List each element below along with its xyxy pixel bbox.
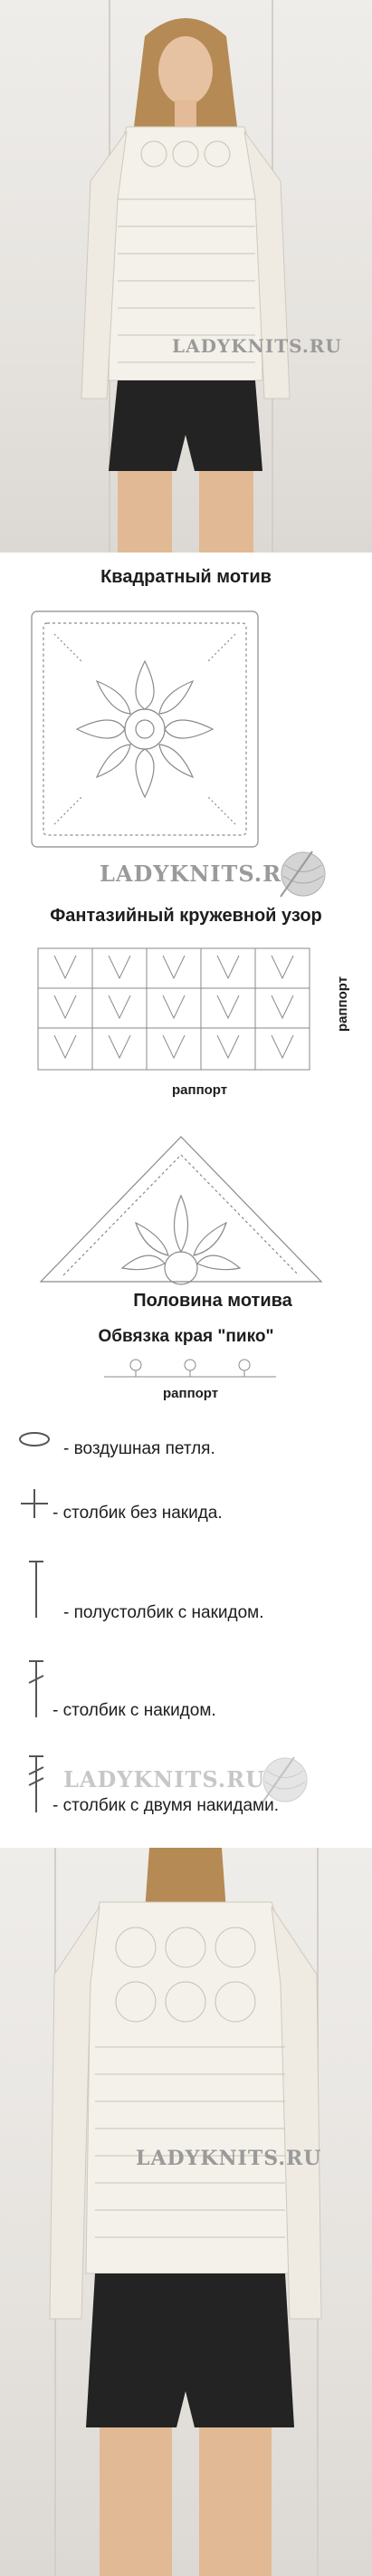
treble-crochet-icon [28, 1755, 44, 1812]
half-motif-chart [36, 1132, 326, 1286]
watermark: LADYKNITS.RU [63, 1766, 266, 1793]
legend-label: - столбик без накида. [52, 1504, 223, 1523]
lace-pattern-chart [36, 947, 317, 1073]
yarn-ball-logo [280, 851, 326, 898]
rapport-label-horizontal: раппорт [172, 1082, 228, 1098]
half-double-crochet-icon [29, 1561, 43, 1618]
watermark: LADYKNITS.RU [172, 335, 342, 357]
back-view-photo: LADYKNITS.RU [0, 1848, 372, 2576]
chain-stitch-icon [19, 1432, 50, 1447]
picot-edge-chart [100, 1354, 281, 1381]
double-crochet-icon [28, 1660, 44, 1717]
watermark: LADYKNITS.RU [136, 2147, 322, 2170]
legend-item-half-double: - полустолбик с накидом. [0, 1558, 372, 1630]
half-motif-title: Половина мотива [133, 1291, 292, 1311]
model-front-illustration [81, 18, 291, 553]
legend-label: - полустолбик с накидом. [63, 1603, 264, 1622]
legend-item-double: - столбик с накидом. [0, 1658, 372, 1730]
watermark: LADYKNITS.RU [100, 860, 302, 887]
square-motif-chart [27, 607, 262, 851]
legend-label: - воздушная петля. [63, 1439, 215, 1458]
rapport-label-vertical: раппорт [335, 976, 351, 1033]
legend-item-single-crochet: - столбик без накида. [0, 1485, 372, 1558]
single-crochet-icon [21, 1489, 48, 1518]
legend-item-chain: - воздушная петля. [0, 1427, 372, 1499]
square-motif-title: Квадратный мотив [100, 567, 272, 587]
legend-item-treble: - столбик с двумя накидами. [0, 1753, 372, 1825]
picot-edge-title: Обвязка края "пико" [98, 1327, 274, 1346]
lace-pattern-title: Фантазийный кружевной узор [50, 906, 322, 926]
legend-label: - столбик с накидом. [52, 1701, 216, 1720]
picot-rapport-label: раппорт [163, 1386, 219, 1401]
front-view-photo: LADYKNITS.RU [0, 0, 372, 553]
model-back-illustration [49, 1848, 322, 2576]
yarn-ball-logo [262, 1756, 308, 1803]
legend-label: - столбик с двумя накидами. [52, 1796, 279, 1815]
